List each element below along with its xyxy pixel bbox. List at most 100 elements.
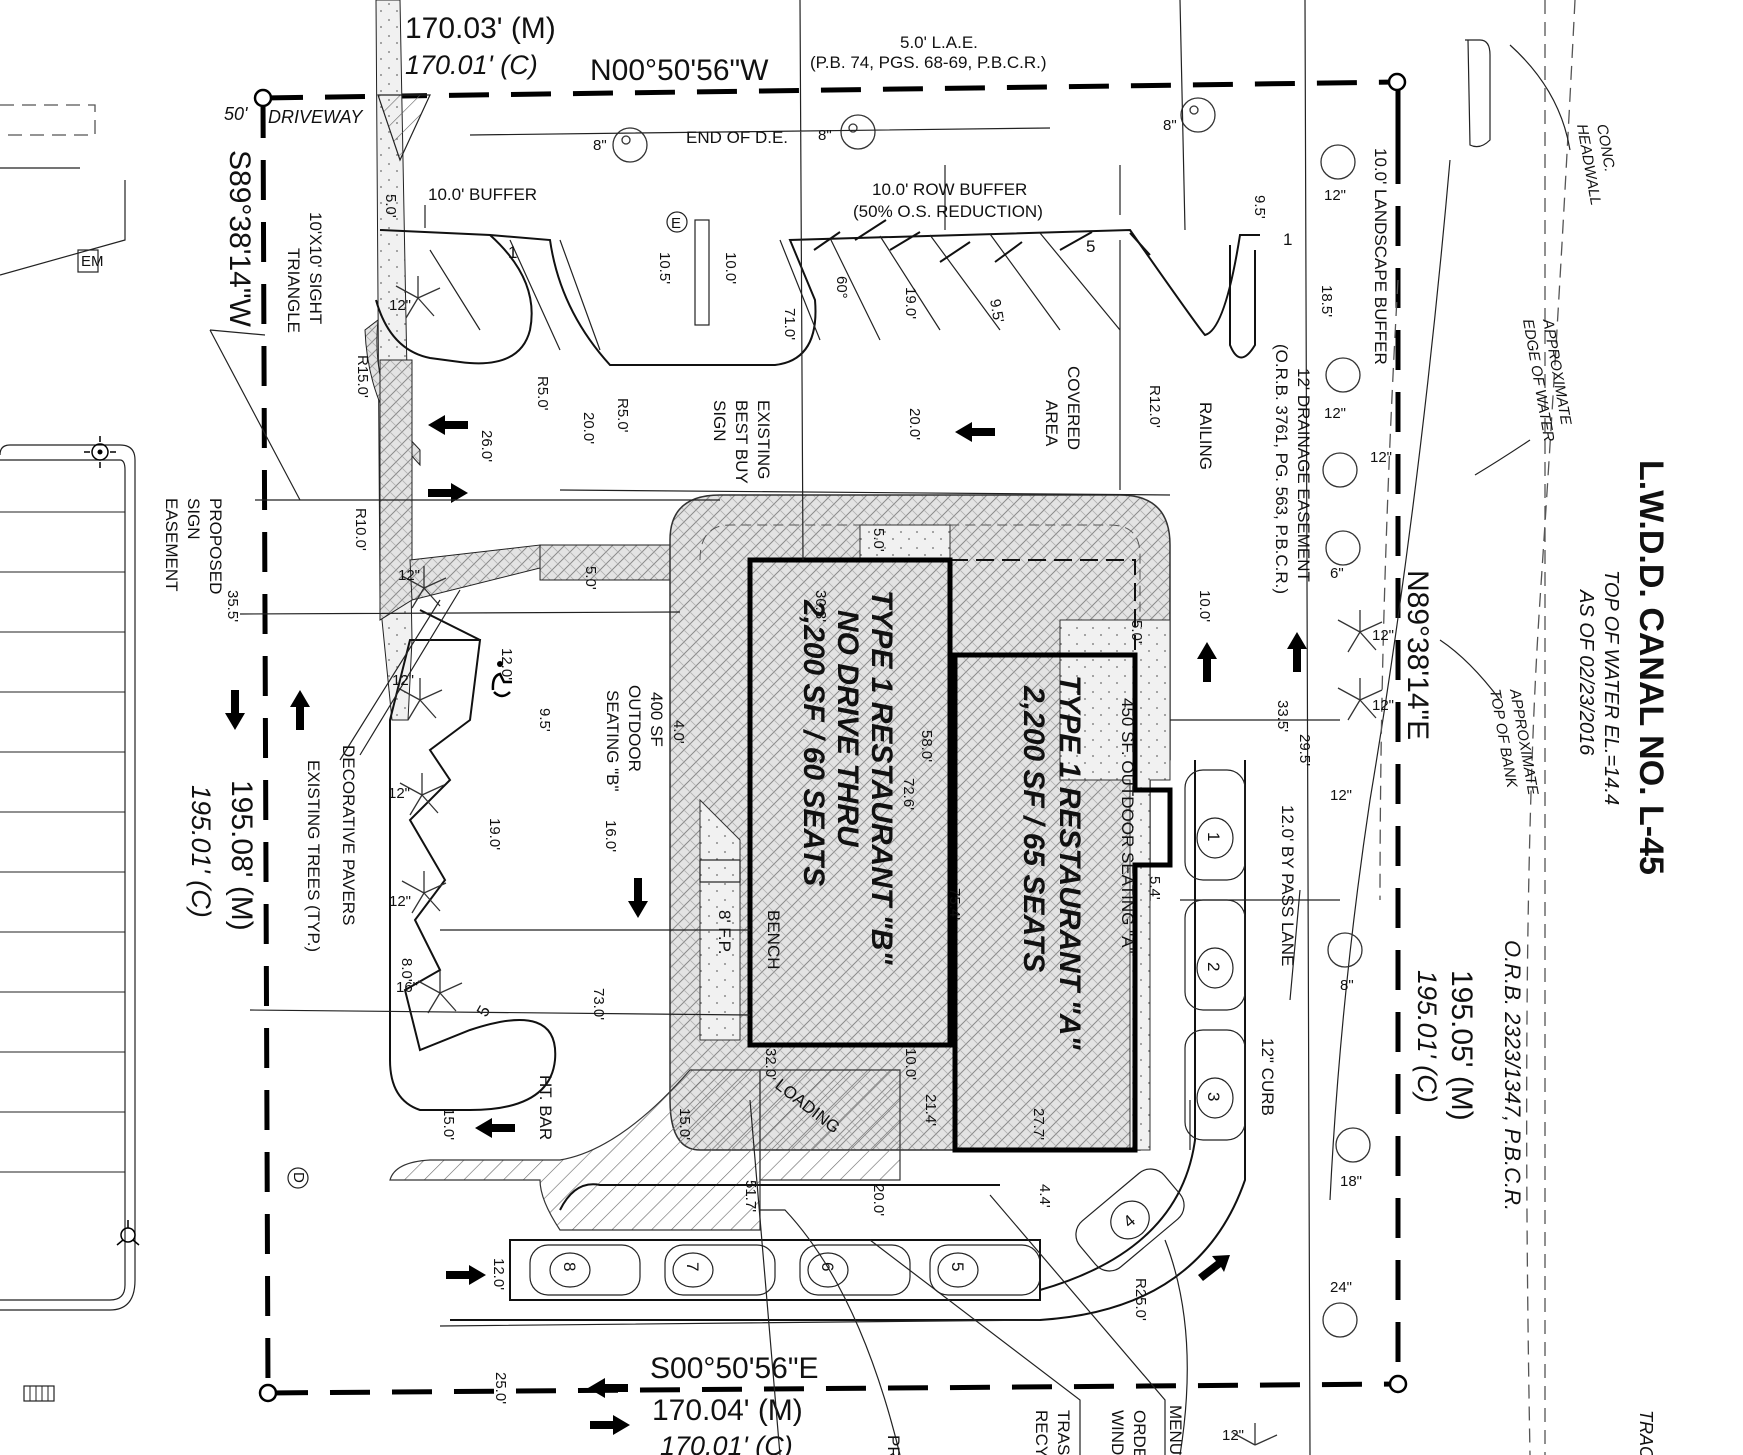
car-icon: 4 <box>1075 1168 1185 1272</box>
existing-trees-label: EXISTING TREES (TYP.) <box>304 760 323 952</box>
arrow-left-icon <box>955 422 995 442</box>
south-distance-m: 170.04' (M) <box>652 1394 803 1427</box>
car-icon: 8 <box>529 1244 641 1296</box>
north-distance-c: 170.01' (C) <box>405 50 538 80</box>
arrow-down-icon <box>628 878 648 918</box>
svg-text:15.0': 15.0' <box>440 1108 457 1140</box>
em-marker-icon: EM <box>77 249 104 273</box>
lae-label: 5.0' L.A.E. <box>900 33 978 52</box>
svg-text:33.5': 33.5' <box>1274 700 1291 732</box>
svg-text:12": 12" <box>389 297 411 314</box>
svg-text:12": 12" <box>1324 187 1346 204</box>
oak-tree-icon <box>1335 1127 1371 1163</box>
car-icon: 3 <box>1184 1029 1246 1141</box>
svg-text:12": 12" <box>1324 405 1346 422</box>
restaurant-b-title: TYPE 1 RESTAURANT "B" <box>865 590 898 965</box>
canal-water-level: TOP OF WATER EL.=14.4 <box>1600 570 1622 805</box>
end-de-label: END OF D.E. <box>686 128 788 147</box>
svg-text:19.0': 19.0' <box>486 818 503 850</box>
light-pole-icon <box>84 436 116 468</box>
sight-label-2: TRIANGLE <box>284 248 303 333</box>
restaurant-b-drive: NO DRIVE THRU <box>831 610 864 848</box>
ht-bar-label: HT. BAR <box>536 1075 555 1140</box>
palm-tree-icon <box>395 276 441 319</box>
svg-text:19.0': 19.0' <box>902 287 919 319</box>
restaurant-b-size: 2,200 SF / 60 SEATS <box>797 599 830 886</box>
svg-text:D: D <box>290 1172 307 1183</box>
oak-tree-icon <box>840 114 876 150</box>
sign-label-1: EXISTING <box>754 400 773 479</box>
svg-text:29.5': 29.5' <box>1296 734 1313 766</box>
svg-text:12": 12" <box>1222 1427 1244 1444</box>
sign-e-marker: E <box>671 215 681 232</box>
decorative-label: DECORATIVE PAVERS <box>339 745 358 925</box>
row-buffer-label: 10.0' ROW BUFFER <box>872 180 1027 199</box>
svg-text:8": 8" <box>593 137 607 154</box>
svg-text:21.4': 21.4' <box>922 1094 939 1126</box>
covered-label: COVERED <box>1064 366 1083 450</box>
oak-tree-icon <box>1325 357 1361 393</box>
svg-text:R15.0': R15.0' <box>354 355 371 398</box>
svg-text:26.0': 26.0' <box>478 430 495 462</box>
svg-text:8": 8" <box>818 127 832 144</box>
window-label: WIND <box>1108 1410 1127 1455</box>
east-orb: O.R.B. 2323/1347, P.B.C.R. <box>1500 940 1525 1211</box>
svg-text:5.0': 5.0' <box>382 194 399 218</box>
svg-text:60°: 60° <box>833 276 850 299</box>
svg-text:27.7': 27.7' <box>1030 1108 1047 1140</box>
svg-text:5.0': 5.0' <box>582 566 599 590</box>
annotations: 5.0' L.A.E. (P.B. 74, PGS. 68-69, P.B.C.… <box>162 33 1390 1455</box>
drainage-label: 12' DRAINAGE EASEMENT <box>1294 368 1313 582</box>
lae-ref: (P.B. 74, PGS. 68-69, P.B.C.R.) <box>810 53 1047 72</box>
row-buffer-note: (50% O.S. REDUCTION) <box>853 202 1043 221</box>
svg-text:20.0': 20.0' <box>870 1184 887 1216</box>
sight-label: 10'X10' SIGHT <box>306 212 325 324</box>
outdoor-b-label-3: SEATING "B" <box>603 690 622 792</box>
svg-text:3: 3 <box>1204 1092 1223 1101</box>
fp-label: 8' F.P. <box>715 910 734 955</box>
oak-tree-icon <box>1325 530 1361 566</box>
svg-text:30.3': 30.3' <box>812 590 829 622</box>
sign-label-3: SIGN <box>710 400 729 442</box>
outdoor-b-label-1: 400 SF <box>647 692 666 747</box>
drive-thru-lane <box>389 760 1246 1455</box>
stall-number-1: 1 <box>508 243 517 262</box>
south-bearing: S00°50'56"E <box>650 1352 819 1385</box>
curb-label: 12" CURB <box>1258 1038 1277 1116</box>
south-distance-c: 170.01' (C) <box>660 1431 793 1455</box>
svg-text:15.0': 15.0' <box>676 1108 693 1140</box>
svg-text:12": 12" <box>388 785 410 802</box>
svg-text:32.0': 32.0' <box>762 1048 779 1080</box>
arrow-up-icon <box>1287 632 1307 672</box>
palm-tree-icon <box>397 678 443 721</box>
building-a: TYPE 1 RESTAURANT "A" 2,200 SF / 65 SEAT… <box>952 652 1173 1153</box>
svg-text:5.0': 5.0' <box>1128 620 1145 644</box>
pr-label: PR <box>884 1435 903 1455</box>
trees <box>395 97 1383 1446</box>
svg-text:7: 7 <box>683 1262 702 1271</box>
svg-text:8": 8" <box>1340 977 1354 994</box>
svg-text:4: 4 <box>1120 1211 1139 1232</box>
car-icon: 5 <box>929 1244 1041 1296</box>
svg-text:6": 6" <box>1330 565 1344 582</box>
west-distance-c: 195.01' (C) <box>186 785 216 918</box>
grate-icon <box>23 1385 55 1402</box>
palm-tree-icon <box>401 566 447 609</box>
svg-text:12": 12" <box>389 893 411 910</box>
svg-text:12": 12" <box>1372 627 1394 644</box>
palm-tree-icon <box>399 773 445 816</box>
building-pad <box>669 494 1171 1151</box>
prop-sign-label-1: PROPOSED <box>206 498 225 594</box>
svg-text:20.0': 20.0' <box>906 408 923 440</box>
svg-text:12.0': 12.0' <box>498 648 515 680</box>
svg-text:25.0': 25.0' <box>492 1372 509 1404</box>
stall-number-5: 5 <box>1086 237 1095 256</box>
svg-text:71.0': 71.0' <box>781 308 798 340</box>
em-marker-label: EM <box>81 253 104 270</box>
car-icon: 6 <box>799 1244 911 1296</box>
svg-text:18.5': 18.5' <box>1318 285 1335 317</box>
svg-text:24": 24" <box>1330 1279 1352 1296</box>
d-marker-icon: D <box>287 1167 309 1189</box>
oak-tree-icon <box>1322 1302 1358 1338</box>
menu-label: MENU <box>1166 1405 1185 1455</box>
